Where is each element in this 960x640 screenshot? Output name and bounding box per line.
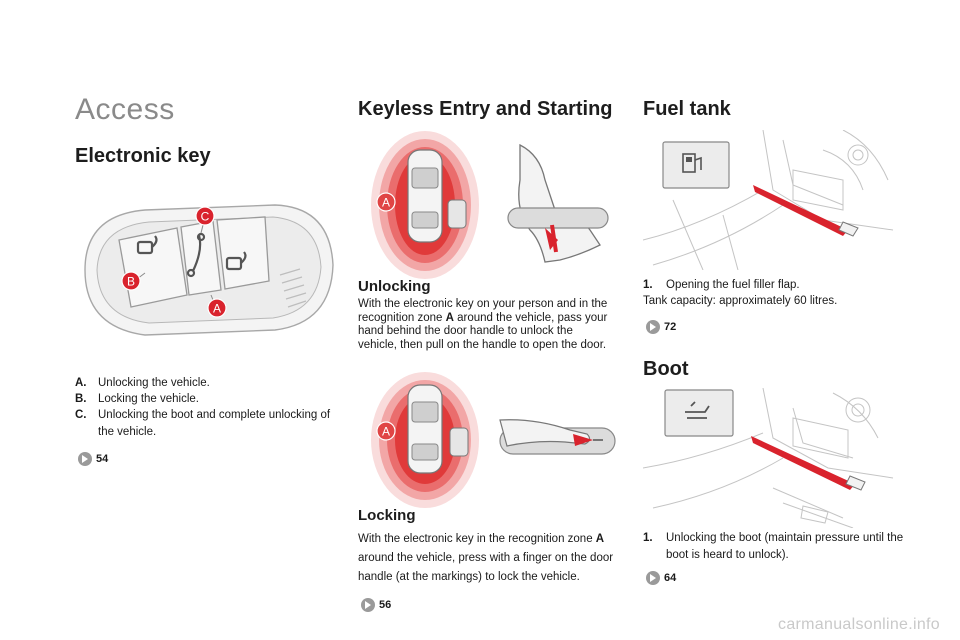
unlocking-text: With the electronic key on your person a… — [358, 298, 608, 351]
keyless-heading: Keyless Entry and Starting — [358, 98, 613, 120]
boot-release-illustration — [643, 388, 894, 528]
svg-text:C: C — [201, 210, 210, 224]
fuel-flap-illustration — [643, 130, 894, 270]
unlocking-heading: Unlocking — [358, 278, 431, 295]
finger-lock-illustration — [499, 419, 616, 455]
list-item: B. Locking the vehicle. — [75, 393, 200, 405]
fuel-capacity-note: Tank capacity: approximately 60 litres. — [643, 295, 838, 307]
fuel-step: 1. Opening the fuel filler flap. — [643, 279, 800, 291]
recognition-zone-illustration — [371, 131, 479, 279]
list-item: C. Unlocking the boot and complete unloc… — [75, 409, 331, 438]
svg-text:B: B — [127, 275, 135, 289]
electronic-key-illustration — [84, 204, 334, 336]
arrow-right-icon — [646, 571, 660, 585]
arrow-right-icon — [646, 320, 660, 334]
svg-text:A: A — [382, 425, 390, 439]
svg-text:A: A — [382, 196, 390, 210]
page-title: Access — [75, 93, 175, 126]
boot-heading: Boot — [643, 358, 689, 380]
list-item: A. Unlocking the vehicle. — [75, 377, 210, 389]
arrow-right-icon — [361, 598, 375, 612]
locking-text: With the electronic key in the recogniti… — [358, 533, 614, 583]
electronic-key-list: A. Unlocking the vehicle. B. Locking the… — [75, 375, 335, 441]
page-ref-link[interactable]: 64 — [646, 571, 676, 585]
page-ref-link[interactable]: 56 — [361, 598, 391, 612]
watermark: carmanualsonline.info — [778, 616, 940, 633]
zone-a-badge: A — [376, 192, 396, 217]
callout-a: A — [207, 298, 227, 323]
boot-step: 1. Unlocking the boot (maintain pressure… — [643, 532, 904, 561]
locking-heading: Locking — [358, 507, 416, 524]
page-ref-link[interactable]: 54 — [78, 452, 108, 466]
page-ref-link[interactable]: 72 — [646, 320, 676, 334]
arrow-right-icon — [78, 452, 92, 466]
zone-a-badge-2: A — [376, 421, 396, 446]
fuel-tank-heading: Fuel tank — [643, 98, 731, 120]
svg-text:A: A — [213, 302, 221, 316]
callout-b: B — [121, 271, 141, 296]
callout-c: C — [195, 206, 215, 231]
recognition-zone-illustration-2 — [371, 372, 479, 508]
electronic-key-heading: Electronic key — [75, 145, 211, 167]
hand-unlock-illustration — [507, 143, 609, 263]
